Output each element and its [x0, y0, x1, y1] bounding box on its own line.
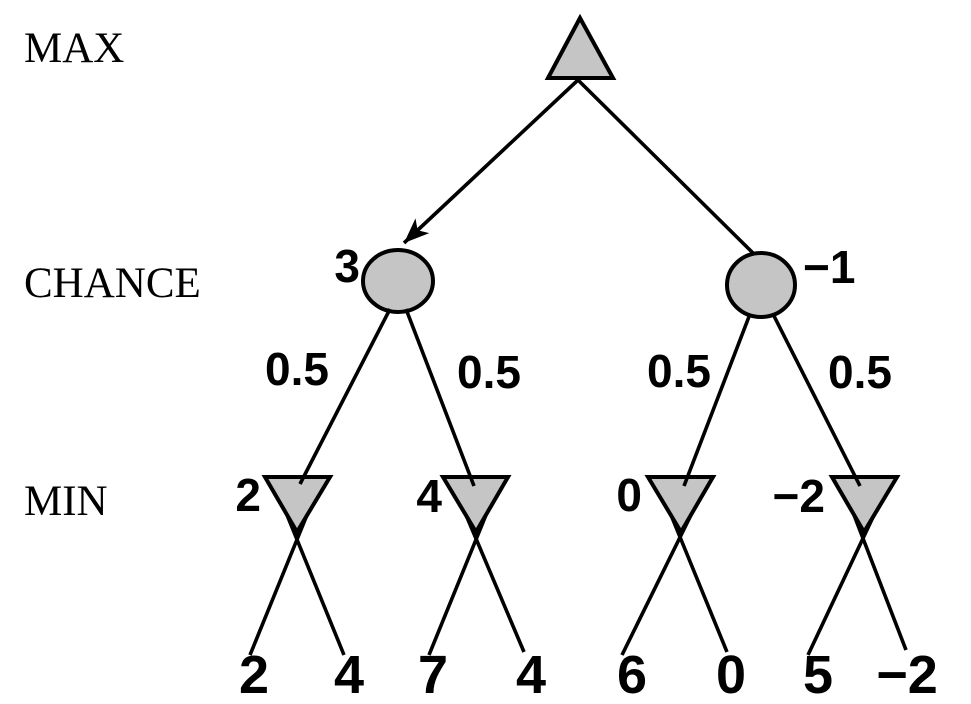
min-node-value-2: 4	[416, 470, 442, 522]
row-label-max: MAX	[24, 25, 124, 72]
edge-chance-left-to-min-2	[404, 308, 476, 487]
row-label-chance: CHANCE	[24, 260, 201, 307]
min-node-2	[439, 475, 512, 536]
edge-min1-to-leaf-1	[248, 514, 309, 656]
leaf-value-2: 4	[334, 645, 364, 704]
chance-node-left-value: 3	[334, 240, 360, 292]
edge-chance-right-to-min-4	[771, 313, 862, 487]
chance-node-right-value: −1	[803, 241, 855, 293]
min-node-value-4: −2	[773, 470, 825, 522]
edge-min3-to-leaf-6	[669, 514, 729, 653]
leaf-value-8: −2	[876, 645, 938, 704]
edge-min1-to-leaf-2	[285, 514, 346, 656]
probability-label-3: 0.5	[647, 345, 711, 397]
leaf-value-3: 7	[418, 645, 448, 704]
edge-min4-to-leaf-8	[852, 514, 908, 651]
min-node-4	[828, 475, 901, 536]
probability-label-2: 0.5	[457, 346, 521, 398]
probability-label-1: 0.5	[265, 343, 329, 395]
edge-chance-right-to-min-3	[682, 313, 752, 487]
chance-node-left	[361, 248, 435, 314]
leaf-value-1: 2	[239, 645, 269, 704]
edge-min4-to-leaf-7	[806, 514, 876, 656]
edge-chance-left-to-min-1	[298, 308, 392, 485]
leaf-value-7: 5	[803, 645, 833, 704]
min-node-value-3: 0	[616, 469, 642, 521]
leaf-value-6: 0	[716, 645, 746, 704]
leaf-value-4: 4	[516, 645, 546, 704]
edge-root-to-right-chance	[576, 78, 756, 256]
min-node-3	[644, 475, 717, 536]
row-label-min: MIN	[24, 478, 108, 525]
edge-min2-to-leaf-3	[427, 514, 488, 656]
min-node-value-1: 2	[235, 469, 261, 521]
edge-root-to-left-chance	[402, 78, 580, 245]
edge-min2-to-leaf-4	[464, 514, 526, 653]
leaf-value-5: 6	[617, 645, 647, 704]
max-node	[544, 13, 617, 80]
chance-node-right	[725, 251, 797, 319]
probability-label-4: 0.5	[828, 346, 892, 398]
min-node-1	[261, 475, 334, 536]
